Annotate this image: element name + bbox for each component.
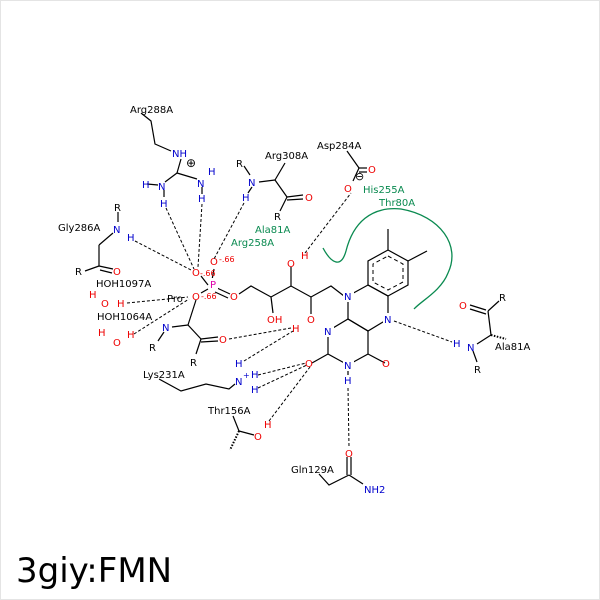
- atom-n: N: [162, 323, 169, 334]
- atom-r: R: [75, 267, 82, 278]
- isoalloxazine-ring: [311, 229, 428, 375]
- atom-n: N: [235, 377, 242, 388]
- label-ala81: Ala81A: [495, 342, 530, 353]
- negative-charge-icon: ⊖: [355, 170, 364, 183]
- atom-n: NH: [172, 149, 187, 160]
- label-arg288: Arg288A: [130, 105, 173, 116]
- label-arg258: Arg258A: [231, 238, 274, 249]
- label-lys231: Lys231A: [143, 370, 185, 381]
- atom-o: O: [230, 292, 238, 303]
- atom-o: O: [305, 193, 313, 204]
- atom-h: H: [453, 339, 461, 350]
- atom-n: N: [467, 343, 474, 354]
- atom-nh2: NH2: [364, 485, 385, 496]
- atom-p: P: [210, 280, 216, 291]
- atom-h: H: [98, 328, 106, 339]
- atom-r: R: [149, 343, 156, 354]
- atom-h: H: [251, 385, 259, 396]
- partial-charge: -.66: [219, 255, 235, 264]
- residue-gln129: Gln129A O NH2: [291, 449, 385, 496]
- atom-r: R: [474, 365, 481, 376]
- label-pro: Pro: [167, 294, 183, 305]
- diagram-title: 3giy:FMN: [16, 551, 173, 591]
- partial-charge: -.66: [200, 269, 216, 278]
- atom-o: O: [345, 449, 353, 460]
- atom-o4: O: [382, 359, 390, 370]
- atom-r: R: [236, 159, 243, 170]
- hydrogen-bonds: [126, 192, 453, 448]
- residue-lys231: Lys231A N + H H H: [143, 359, 259, 396]
- atom-o: O: [368, 165, 376, 176]
- atom-o2: O: [305, 359, 313, 370]
- atom-h: H: [251, 370, 259, 381]
- label-gln129: Gln129A: [291, 465, 334, 476]
- residue-gly286: Gly286A R N H O R: [58, 203, 135, 278]
- atom-o: O: [192, 268, 200, 279]
- atom-h: H: [160, 199, 168, 210]
- atom-o: O: [192, 292, 200, 303]
- atom-h: H: [235, 359, 243, 370]
- atom-n: N: [158, 182, 165, 193]
- atom-o: O: [219, 335, 227, 346]
- atom-o: O: [307, 315, 315, 326]
- label-ala81-hydrophobic: Ala81A: [255, 225, 290, 236]
- residue-thr156: Thr156A O H: [207, 406, 272, 451]
- residue-asp284: Asp284A O O ⊖: [317, 141, 376, 195]
- atom-h: H: [117, 299, 125, 310]
- atom-n10: N: [344, 292, 351, 303]
- atom-n: N: [113, 225, 120, 236]
- atom-o: O: [344, 184, 352, 195]
- label-arg308: Arg308A: [265, 151, 308, 162]
- atom-h: H: [208, 167, 216, 178]
- atom-n1: N: [324, 327, 331, 338]
- label-his255: His255A: [363, 185, 405, 196]
- hydrophobic-labels: His255A Thr80A Ala81A Arg258A: [231, 185, 415, 249]
- atom-h: H: [344, 376, 352, 387]
- label-hoh1064: HOH1064A: [97, 312, 152, 323]
- atom-o: O: [113, 338, 121, 349]
- residue-pro: Pro N R O R: [149, 294, 227, 369]
- water-hoh1064: HOH1064A H O H: [97, 312, 152, 349]
- label-hoh1097: HOH1097A: [96, 279, 151, 290]
- atom-h: H: [292, 324, 300, 335]
- ribityl-chain: [200, 267, 345, 314]
- atom-r: R: [114, 203, 121, 214]
- atom-oh: OH: [267, 315, 282, 326]
- partial-charge: -.66: [201, 292, 217, 301]
- atom-n5: N: [384, 315, 391, 326]
- atom-r: R: [499, 293, 506, 304]
- atom-o: O: [254, 432, 262, 443]
- atom-n: N: [248, 178, 255, 189]
- label-thr156: Thr156A: [207, 406, 251, 417]
- ligand-atoms: P O -.66 O -.66 O -.66 O OH O H O H N N …: [192, 251, 394, 387]
- label-thr80: Thr80A: [378, 198, 415, 209]
- atom-o: O: [210, 257, 218, 268]
- atom-h: H: [127, 233, 135, 244]
- residue-ala81: O R Ala81A N H R: [453, 293, 530, 376]
- atom-r: R: [274, 212, 281, 223]
- atom-h: H: [127, 330, 135, 341]
- atom-h: H: [242, 193, 250, 204]
- atom-o: O: [101, 299, 109, 310]
- atom-h: H: [301, 251, 309, 262]
- atom-n3: N: [344, 361, 351, 372]
- residue-arg308: Arg308A R N H O R: [236, 151, 313, 223]
- label-gly286: Gly286A: [58, 223, 101, 234]
- water-hoh1097: HOH1097A H O H: [89, 279, 151, 310]
- atom-h: H: [142, 180, 150, 191]
- residue-arg288: Arg288A NH ⊕ N H H N H H: [130, 105, 216, 210]
- atom-charge: +: [243, 371, 250, 380]
- atom-h: H: [89, 290, 97, 301]
- atom-o: O: [113, 267, 121, 278]
- positive-charge-icon: ⊕: [186, 156, 196, 170]
- atom-o: O: [287, 259, 295, 270]
- atom-h: H: [264, 420, 272, 431]
- atom-h: H: [198, 194, 206, 205]
- atom-o: O: [459, 301, 467, 312]
- atom-r: R: [190, 358, 197, 369]
- label-asp284: Asp284A: [317, 141, 361, 152]
- atom-n: N: [197, 179, 204, 190]
- hydrophobic-contact-curve: [322, 208, 453, 310]
